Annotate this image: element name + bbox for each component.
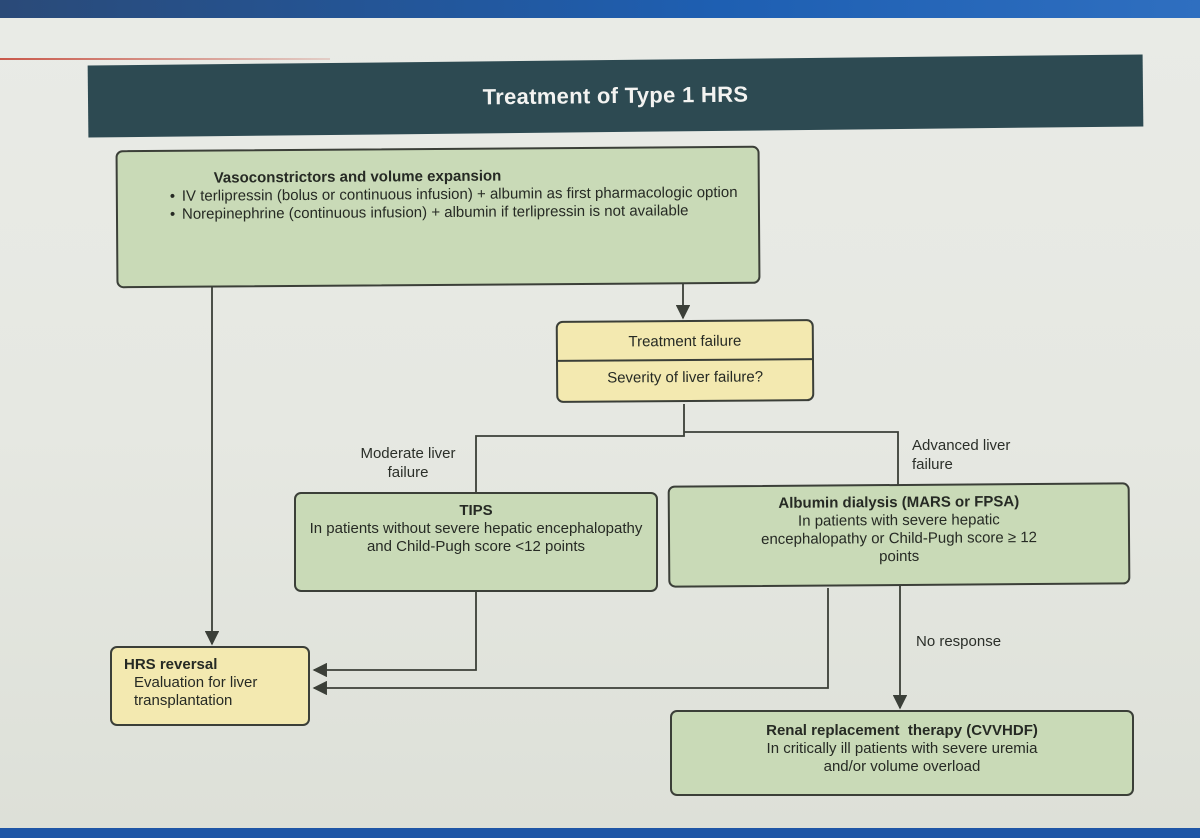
albumin-dialysis-box: Albumin dialysis (MARS or FPSA) In patie… xyxy=(667,482,1131,588)
branch-split-line xyxy=(475,404,899,492)
tips-body: In patients without severe hepatic encep… xyxy=(309,520,643,555)
arrow-albumin-to-reversal xyxy=(312,588,829,696)
renal-replacement-heading: Renal replacement therapy (CVVHDF) xyxy=(766,722,1038,739)
hrs-reversal-heading: HRS reversal xyxy=(124,656,218,673)
arrow-tips-to-reversal xyxy=(312,592,477,678)
treatment-failure-box: Treatment failure Severity of liver fail… xyxy=(555,319,815,403)
tips-box: TIPS In patients without severe hepatic … xyxy=(294,492,658,592)
vasoconstrictors-list: IV terlipressin (bolus or continuous inf… xyxy=(164,184,738,224)
vasoconstrictors-box: Vasoconstrictors and volume expansion IV… xyxy=(115,145,761,289)
albumin-dialysis-body: In patients with severe hepatic encephal… xyxy=(761,511,1038,566)
renal-replacement-body: In critically ill patients with severe u… xyxy=(766,740,1038,775)
list-item: Norepinephrine (continuous infusion) + a… xyxy=(182,202,738,224)
severity-question: Severity of liver failure? xyxy=(607,368,764,387)
accent-line xyxy=(0,58,330,60)
screen-bottom-bar xyxy=(0,828,1200,838)
label-advanced-liver-failure: Advanced liver failure xyxy=(912,437,1011,473)
tips-heading: TIPS xyxy=(459,502,493,519)
label-moderate-liver-failure: Moderate liver failure xyxy=(360,445,456,481)
treatment-failure-heading: Treatment failure xyxy=(557,321,812,362)
screen-top-bar xyxy=(0,0,1200,18)
renal-replacement-box: Renal replacement therapy (CVVHDF) In cr… xyxy=(670,710,1134,796)
label-no-response: No response xyxy=(916,633,1002,650)
hrs-reversal-body: Evaluation for liver transplantation xyxy=(134,674,258,709)
hrs-reversal-box: HRS reversal Evaluation for liver transp… xyxy=(110,646,310,726)
